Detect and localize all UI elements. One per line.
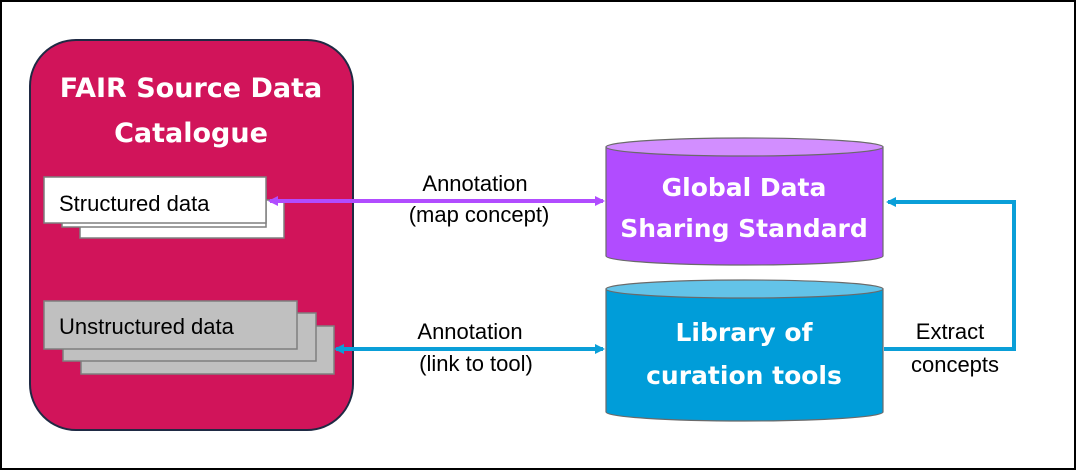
structured-data-stack[interactable]: Structured data (43, 176, 285, 239)
annotation-link-tool-edge: Annotation (link to tool) (334, 319, 605, 376)
library-cylinder[interactable]: Library of curation tools (605, 279, 884, 422)
standard-label-line2: Sharing Standard (620, 214, 868, 243)
structured-doc-front (43, 176, 267, 224)
extract-label-line2: concepts (911, 352, 999, 377)
catalogue-title-line1: FAIR Source Data (60, 73, 323, 104)
standard-cylinder-top (605, 137, 884, 157)
annotation-link-label-line1: Annotation (417, 319, 522, 344)
extract-label-line1: Extract (916, 319, 984, 344)
structured-data-label: Structured data (59, 191, 210, 216)
extract-concepts-edge: Extract concepts (884, 197, 1016, 377)
standard-cylinder[interactable]: Global Data Sharing Standard (605, 137, 884, 266)
annotation-map-concept-edge: Annotation (map concept) (268, 171, 605, 227)
library-label-line1: Library of (676, 318, 814, 347)
standard-cylinder-body (605, 146, 884, 266)
annotation-link-label-line2: (link to tool) (419, 351, 533, 376)
library-cylinder-body (605, 288, 884, 422)
extract-concepts-arrow (884, 197, 1016, 351)
unstructured-data-stack[interactable]: Unstructured data (43, 300, 335, 375)
library-label-line2: curation tools (646, 361, 842, 390)
catalogue-box: FAIR Source Data Catalogue Structured da… (29, 39, 354, 431)
annotation-map-label-line1: Annotation (422, 171, 527, 196)
unstructured-data-label: Unstructured data (59, 314, 235, 339)
annotation-map-label-line2: (map concept) (409, 202, 550, 227)
library-cylinder-top (605, 279, 884, 299)
standard-label-line1: Global Data (662, 173, 827, 202)
unstructured-doc-front (43, 300, 298, 350)
catalogue-title-line2: Catalogue (114, 118, 268, 149)
